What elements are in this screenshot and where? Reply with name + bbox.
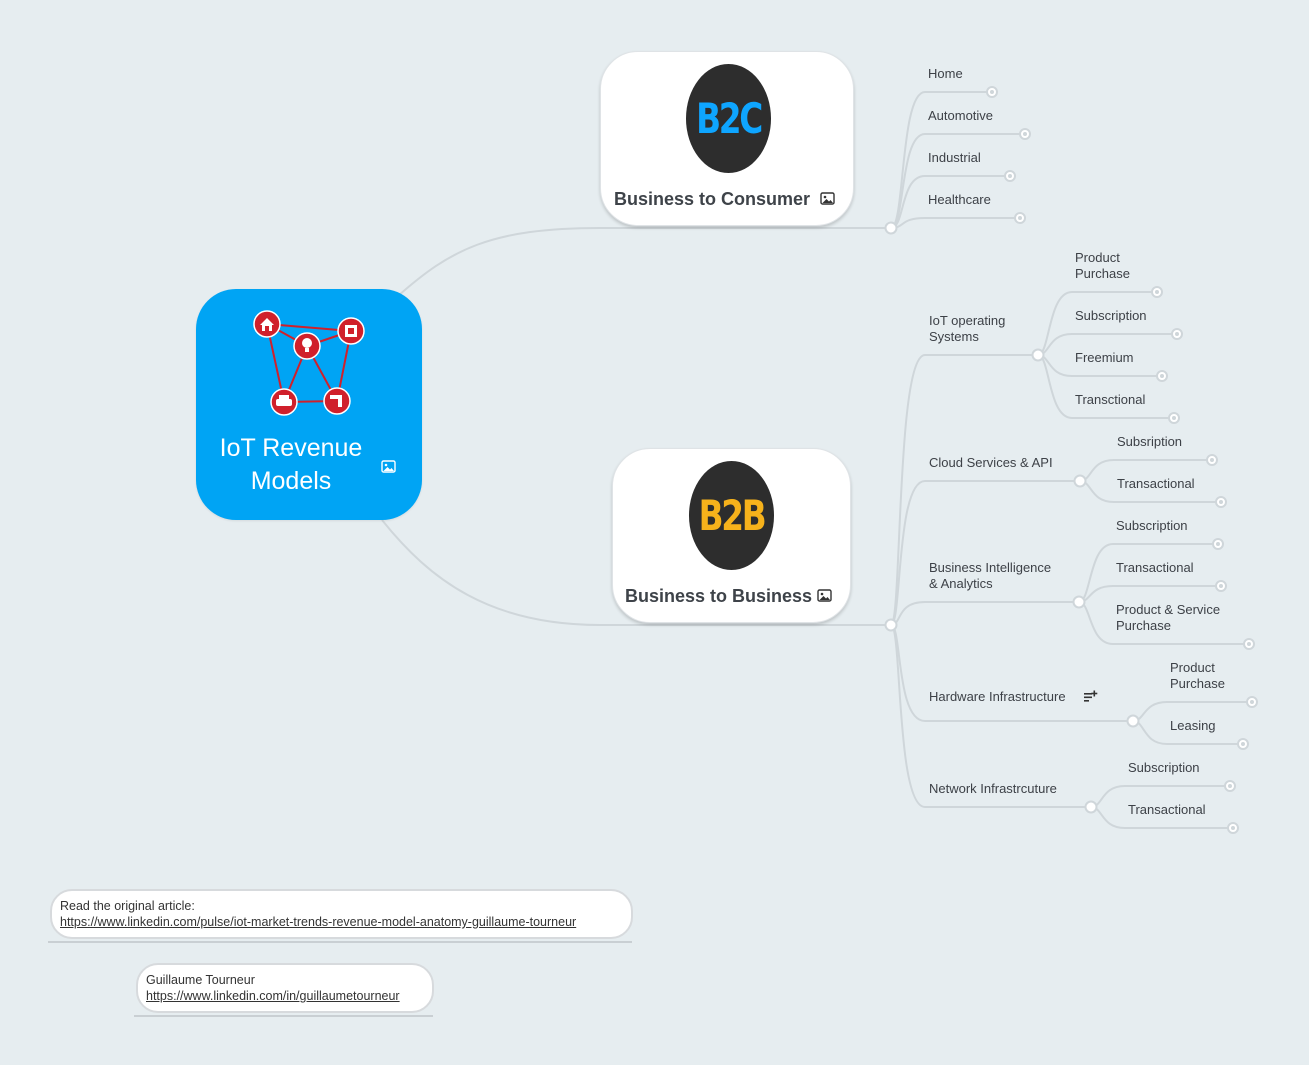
leaf-transactional[interactable]: Transactional <box>1128 802 1206 817</box>
topic-iot-operating-systems[interactable]: IoT operating Systems <box>929 313 1006 344</box>
article-note-underline <box>48 941 632 943</box>
article-label: Read the original article: <box>60 899 195 913</box>
leaf-leasing[interactable]: Leasing <box>1170 718 1216 733</box>
image-icon[interactable] <box>820 192 836 206</box>
leaf-product-purchase[interactable]: Product Purchase <box>1170 660 1225 691</box>
topic-business-intelligence[interactable]: Business Intelligence & Analytics <box>929 560 1052 591</box>
author-note[interactable]: Guillaume Tourneur https://www.linkedin.… <box>136 963 434 1013</box>
author-name: Guillaume Tourneur <box>146 973 255 987</box>
leaf-subscription[interactable]: Subscription <box>1128 760 1200 775</box>
b2b-title: Business to Business <box>625 586 813 606</box>
leaf-subscription[interactable]: Subscription <box>1116 518 1188 533</box>
leaf-subscription[interactable]: Subsription <box>1117 434 1183 449</box>
b2c-title: Business to Consumer <box>614 189 811 209</box>
root-title: IoT Revenue Models <box>219 434 363 495</box>
author-link[interactable]: https://www.linkedin.com/in/guillaumetou… <box>146 989 400 1003</box>
leaf-product-purchase[interactable]: Product Purchase <box>1075 250 1130 281</box>
leaf-product-service-purchase[interactable]: Product & Service Purchase <box>1116 602 1221 633</box>
iot-network-illustration <box>253 310 365 416</box>
b2b-topic[interactable]: B2B Business to Business <box>612 448 851 623</box>
article-note[interactable]: Read the original article: https://www.l… <box>50 889 633 939</box>
author-note-underline <box>134 1015 433 1017</box>
topic-cloud-services-api[interactable]: Cloud Services & API <box>929 455 1053 470</box>
topic-healthcare[interactable]: Healthcare <box>928 192 991 207</box>
b2c-badge: B2C <box>685 64 772 173</box>
leaf-transactional[interactable]: Transctional <box>1075 392 1146 407</box>
leaf-transactional[interactable]: Transactional <box>1117 476 1195 491</box>
article-link[interactable]: https://www.linkedin.com/pulse/iot-marke… <box>60 915 577 929</box>
leaf-freemium[interactable]: Freemium <box>1075 350 1134 365</box>
topic-industrial[interactable]: Industrial <box>928 150 981 165</box>
leaf-subscription[interactable]: Subscription <box>1075 308 1147 323</box>
topic-hardware-infrastructure[interactable]: Hardware Infrastructure <box>929 689 1066 704</box>
note-add-icon[interactable] <box>1083 690 1098 703</box>
root-topic[interactable]: IoT Revenue Models <box>196 289 422 520</box>
image-icon[interactable] <box>817 589 833 603</box>
topic-network-infrastructure[interactable]: Network Infrastrcuture <box>929 781 1057 796</box>
b2b-badge: B2B <box>688 461 775 570</box>
faucet-icon <box>323 387 351 415</box>
topic-automotive[interactable]: Automotive <box>928 108 994 123</box>
image-icon[interactable] <box>381 460 397 474</box>
topic-home[interactable]: Home <box>928 66 963 81</box>
b2c-topic[interactable]: B2C Business to Consumer <box>600 51 854 226</box>
leaf-transactional[interactable]: Transactional <box>1116 560 1194 575</box>
